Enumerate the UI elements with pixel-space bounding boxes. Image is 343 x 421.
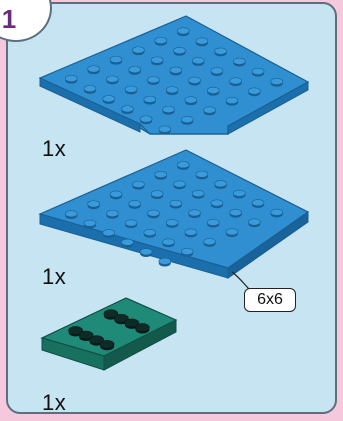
stud xyxy=(177,162,189,168)
stud xyxy=(174,181,186,187)
stud xyxy=(132,47,144,53)
stud xyxy=(129,200,141,206)
stud xyxy=(196,38,208,44)
stud xyxy=(65,75,77,81)
size-label: 6x6 xyxy=(244,288,296,312)
stud xyxy=(155,171,167,177)
stud xyxy=(121,106,133,112)
stud xyxy=(185,97,197,103)
stud xyxy=(185,229,197,235)
stud xyxy=(215,181,227,187)
stud xyxy=(144,96,156,102)
stud xyxy=(144,229,156,235)
stud xyxy=(230,209,242,215)
stud xyxy=(140,116,152,122)
stud xyxy=(271,78,283,84)
stud xyxy=(125,220,137,226)
stud xyxy=(189,210,201,216)
stud xyxy=(135,324,149,332)
stud xyxy=(196,171,208,177)
stud xyxy=(204,107,216,113)
stud xyxy=(233,58,245,64)
stud xyxy=(226,97,238,103)
stud xyxy=(88,66,100,72)
stud xyxy=(88,201,100,207)
stud xyxy=(181,116,193,122)
stud xyxy=(103,230,115,236)
stud xyxy=(162,239,174,245)
stud xyxy=(147,76,159,82)
stud xyxy=(207,219,219,225)
stud xyxy=(166,219,178,225)
stud xyxy=(252,68,264,74)
stud xyxy=(248,88,260,94)
stud xyxy=(103,96,115,102)
stud xyxy=(106,76,118,82)
stud xyxy=(189,77,201,83)
stud xyxy=(211,68,223,74)
square-plate-part xyxy=(40,150,308,290)
stud xyxy=(211,200,223,206)
stud xyxy=(204,238,216,244)
stud xyxy=(140,249,152,255)
quantity-label-corner-plate: 1x xyxy=(42,136,66,162)
stud xyxy=(65,211,77,217)
stud xyxy=(151,57,163,63)
stud xyxy=(159,258,171,264)
stud xyxy=(84,85,96,91)
stud xyxy=(84,220,96,226)
stud xyxy=(121,239,133,245)
quantity-label-square-plate: 1x xyxy=(42,264,66,290)
stud xyxy=(106,210,118,216)
stud xyxy=(110,56,122,62)
stud xyxy=(248,219,260,225)
stud xyxy=(159,126,171,132)
stud xyxy=(125,86,137,92)
stud xyxy=(110,191,122,197)
stud xyxy=(170,67,182,73)
stud xyxy=(252,200,264,206)
stud xyxy=(170,200,182,206)
stud xyxy=(174,47,186,53)
stud xyxy=(177,28,189,34)
stud xyxy=(162,106,174,112)
stud xyxy=(192,190,204,196)
stud xyxy=(166,87,178,93)
stud xyxy=(151,191,163,197)
stud xyxy=(271,209,283,215)
stud xyxy=(132,181,144,187)
stud xyxy=(129,66,141,72)
stud xyxy=(192,57,204,63)
stud xyxy=(226,229,238,235)
quantity-label-brick: 1x xyxy=(42,390,66,416)
corner-plate-part xyxy=(40,16,308,134)
brick-2x4-part xyxy=(42,298,176,370)
stud xyxy=(230,78,242,84)
stud xyxy=(181,248,193,254)
stud xyxy=(233,190,245,196)
stud xyxy=(207,87,219,93)
stud xyxy=(155,37,167,43)
stud xyxy=(215,48,227,54)
stud xyxy=(100,340,114,348)
stud xyxy=(147,210,159,216)
